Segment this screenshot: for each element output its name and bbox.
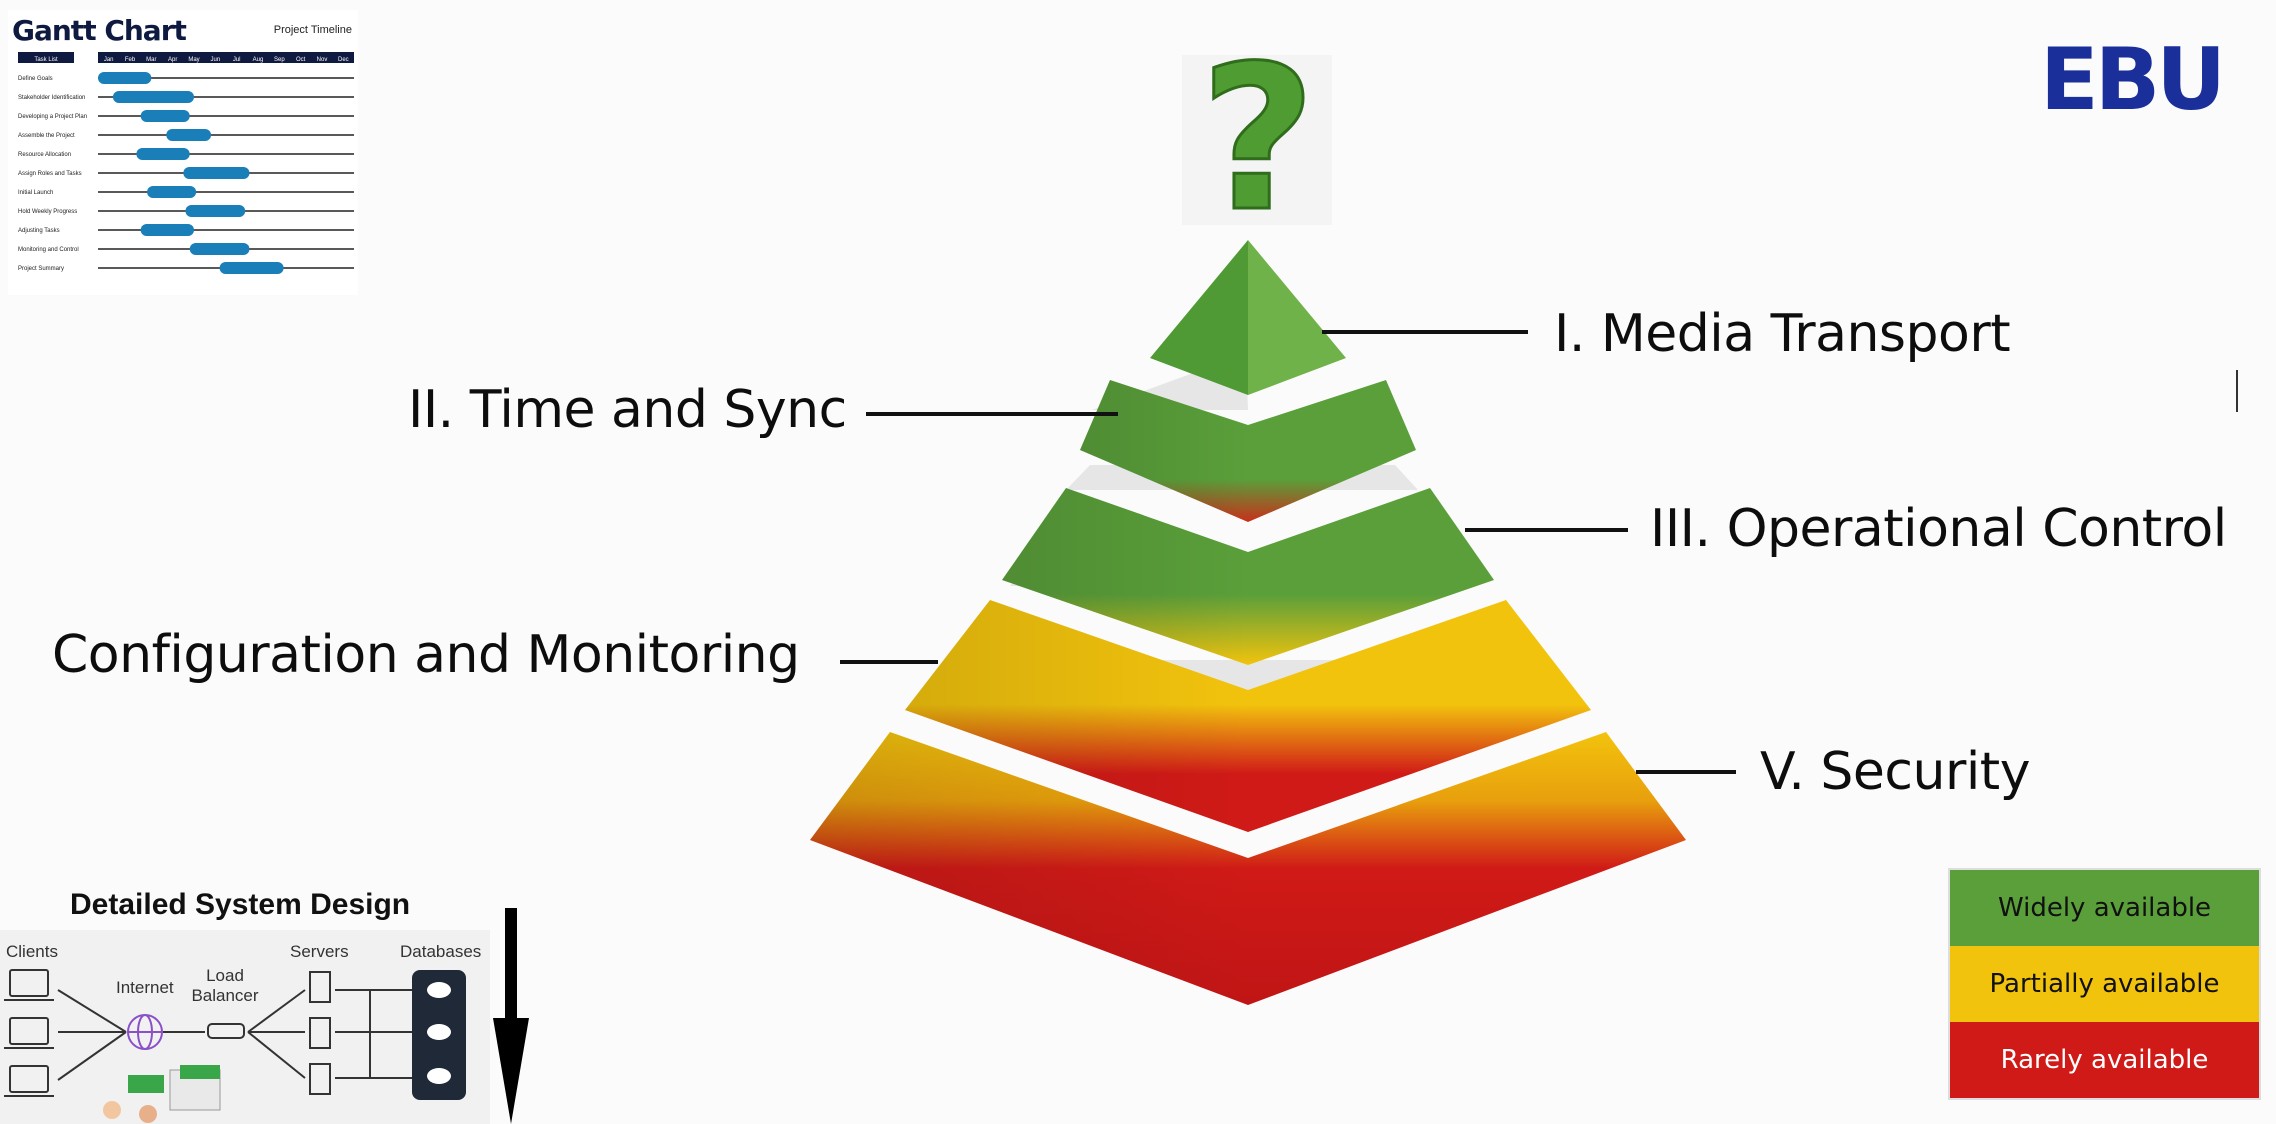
gantt-task-label: Monitoring and Control bbox=[18, 247, 79, 253]
gantt-bar bbox=[185, 205, 246, 217]
gantt-bar bbox=[140, 224, 194, 236]
gantt-bar bbox=[136, 148, 190, 160]
gantt-task-label: Hold Weekly Progress bbox=[18, 209, 77, 215]
gantt-title: Gantt Chart bbox=[12, 14, 187, 47]
gantt-bar bbox=[140, 110, 190, 122]
gantt-task-label: Resource Allocation bbox=[18, 152, 71, 158]
gantt-month-label: Aug bbox=[253, 57, 264, 63]
sys-label-load-balancer: Load Balancer bbox=[191, 966, 259, 1005]
gantt-task-label: Stakeholder Identification bbox=[18, 95, 85, 101]
ebu-logo: EBU bbox=[2040, 30, 2226, 130]
gantt-bar bbox=[147, 186, 197, 198]
gantt-month-label: Jan bbox=[104, 57, 114, 63]
gantt-task-label: Define Goals bbox=[18, 76, 53, 82]
gantt-month-label: Oct bbox=[296, 57, 306, 63]
gantt-subtitle: Project Timeline bbox=[273, 24, 352, 36]
gantt-bar bbox=[189, 243, 250, 255]
sys-label-clients: Clients bbox=[6, 942, 58, 961]
gantt-task-label: Assemble the Project bbox=[18, 133, 75, 139]
gantt-task-label: Adjusting Tasks bbox=[18, 228, 60, 234]
gantt-grid: Task List Jan Feb Mar Apr May Jun Jul Aug Sep Oct N… bbox=[18, 52, 354, 274]
pyramid-layer-4 bbox=[905, 600, 1591, 832]
label-operational-control: III. Operational Control bbox=[1650, 499, 2227, 559]
availability-legend: Widely available Partially available Rar… bbox=[1948, 868, 2261, 1100]
sys-label-databases: Databases bbox=[400, 942, 482, 961]
gantt-bar bbox=[98, 72, 152, 84]
gantt-month-label: May bbox=[188, 57, 199, 63]
gantt-month-label: Jun bbox=[210, 57, 220, 63]
system-design-thumbnail: Clients Internet Load Balancer Servers D… bbox=[0, 930, 490, 1124]
gantt-task-header-label: Task List bbox=[34, 57, 58, 63]
pyramid-layer-1 bbox=[1150, 240, 1346, 395]
label-configuration-monitoring: Configuration and Monitoring bbox=[52, 625, 800, 685]
gantt-month-label: Dec bbox=[338, 57, 349, 63]
gantt-month-label: Sep bbox=[274, 57, 285, 63]
sys-label-servers: Servers bbox=[290, 942, 349, 961]
gantt-bar bbox=[183, 167, 250, 179]
gantt-month-label: Jul bbox=[233, 57, 241, 63]
label-security: V. Security bbox=[1760, 742, 2030, 802]
system-design-title: Detailed System Design bbox=[70, 888, 411, 921]
gantt-month-label: Nov bbox=[317, 57, 328, 63]
svg-text:?: ? bbox=[1200, 23, 1316, 256]
label-time-sync: II. Time and Sync bbox=[408, 380, 847, 440]
gantt-task-label: Developing a Project Plan bbox=[18, 114, 87, 120]
pyramid-layer-5 bbox=[810, 732, 1686, 1005]
gantt-bar bbox=[219, 262, 284, 274]
pyramid-layer-3 bbox=[1002, 488, 1494, 665]
label-media-transport: I. Media Transport bbox=[1554, 304, 2011, 364]
gantt-chart-thumbnail: Gantt Chart Project Timeline Task List Ja… bbox=[8, 10, 358, 295]
gantt-task-header bbox=[18, 52, 74, 63]
gantt-task-label: Initial Launch bbox=[18, 190, 53, 196]
gantt-task-label: Assign Roles and Tasks bbox=[18, 171, 82, 177]
gantt-bar bbox=[166, 129, 212, 141]
system-design-graphic bbox=[4, 969, 466, 1123]
question-mark-icon: ? bbox=[1182, 22, 1332, 258]
gantt-month-label: Mar bbox=[146, 57, 156, 63]
legend-partially: Partially available bbox=[1950, 946, 2259, 1022]
gantt-month-header bbox=[98, 52, 354, 63]
gantt-month-label: Apr bbox=[168, 57, 177, 63]
sys-label-internet: Internet bbox=[116, 978, 174, 997]
gantt-bar bbox=[112, 91, 194, 103]
gantt-month-label: Feb bbox=[125, 57, 136, 63]
gantt-task-label: Project Summary bbox=[18, 266, 64, 272]
arrow-down-icon bbox=[493, 908, 529, 1124]
legend-rarely: Rarely available bbox=[1950, 1022, 2259, 1098]
legend-widely: Widely available bbox=[1950, 870, 2259, 946]
pyramid-layer-2 bbox=[1080, 380, 1416, 522]
